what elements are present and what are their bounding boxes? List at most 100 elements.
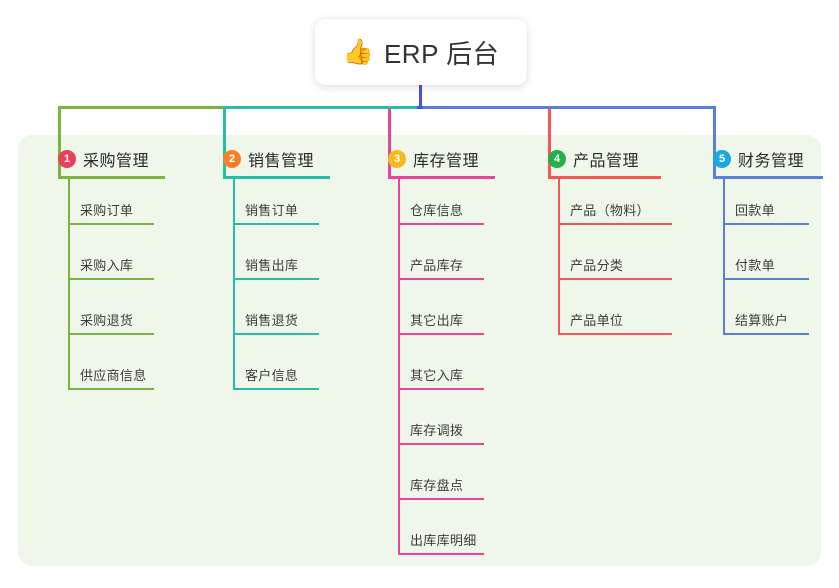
leaf-node[interactable]: 出库库明细 [398, 530, 484, 558]
leaf-node[interactable]: 采购订单 [68, 200, 154, 228]
branch-badge-3: 3 [388, 150, 406, 168]
branch-title-3: 库存管理 [413, 153, 480, 170]
leaf-underline [398, 223, 484, 225]
leaf-underline [558, 278, 672, 280]
leaf-node[interactable]: 其它入库 [398, 365, 484, 393]
leaf-label: 采购退货 [80, 313, 134, 328]
leaf-node[interactable]: 仓库信息 [398, 200, 484, 228]
leaf-node[interactable]: 产品单位 [558, 310, 672, 338]
branch-title-4: 产品管理 [573, 153, 640, 170]
leaf-node[interactable]: 产品（物料） [558, 200, 672, 228]
leaf-label: 回款单 [735, 203, 775, 218]
branch-title-2: 销售管理 [248, 153, 315, 170]
branch-riser-2 [223, 106, 226, 176]
leaf-label: 其它出库 [410, 313, 464, 328]
leaf-label: 采购入库 [80, 258, 134, 273]
leaf-label: 客户信息 [245, 368, 299, 383]
leaf-node[interactable]: 销售出库 [233, 255, 319, 283]
branch-riser-4 [548, 106, 551, 176]
leaf-underline [68, 223, 154, 225]
branch-underline-3 [388, 176, 495, 179]
leaf-node[interactable]: 结算账户 [723, 310, 809, 338]
branch-column-3: 3 库存管理仓库信息产品库存其它出库其它入库库存调拨库存盘点出库库明细 [368, 145, 495, 555]
leaf-underline [558, 223, 672, 225]
branch-spine-2 [233, 179, 235, 389]
leaf-node[interactable]: 产品分类 [558, 255, 672, 283]
leaf-node[interactable]: 产品库存 [398, 255, 484, 283]
leaf-underline [723, 278, 809, 280]
leaf-label: 结算账户 [735, 313, 789, 328]
leaf-underline [68, 388, 154, 390]
leaf-underline [398, 278, 484, 280]
mindmap-panel [18, 135, 821, 566]
leaf-node[interactable]: 库存调拨 [398, 420, 484, 448]
branch-header-3[interactable]: 3 库存管理 [368, 145, 479, 173]
bus-segment-3 [419, 106, 713, 109]
leaf-label: 供应商信息 [80, 368, 147, 383]
leaf-underline [398, 443, 484, 445]
leaf-label: 库存调拨 [410, 423, 464, 438]
leaf-underline [233, 278, 319, 280]
leaf-node[interactable]: 销售退货 [233, 310, 319, 338]
leaf-underline [233, 388, 319, 390]
root-node[interactable]: 👍 ERP 后台 [315, 19, 527, 85]
leaf-underline [68, 333, 154, 335]
leaf-label: 库存盘点 [410, 478, 464, 493]
branch-underline-4 [548, 176, 661, 179]
branch-spine-4 [558, 179, 560, 334]
branch-riser-1 [58, 106, 61, 176]
leaf-node[interactable]: 采购退货 [68, 310, 154, 338]
leaf-underline [723, 333, 809, 335]
leaf-label: 付款单 [735, 258, 775, 273]
thumbs-up-icon: 👍 [342, 37, 374, 66]
leaf-label: 销售出库 [245, 258, 299, 273]
branch-riser-5 [713, 106, 716, 176]
leaf-underline [233, 333, 319, 335]
branch-column-2: 2 销售管理销售订单销售出库销售退货客户信息 [203, 145, 330, 390]
leaf-label: 出库库明细 [410, 533, 477, 548]
branch-underline-5 [713, 176, 823, 179]
leaf-node[interactable]: 库存盘点 [398, 475, 484, 503]
branch-underline-2 [223, 176, 330, 179]
leaf-node[interactable]: 采购入库 [68, 255, 154, 283]
root-title: ERP 后台 [383, 38, 500, 69]
leaf-underline [398, 553, 484, 555]
leaf-label: 产品（物料） [570, 203, 650, 218]
branch-badge-1: 1 [58, 150, 76, 168]
leaf-label: 销售退货 [245, 313, 299, 328]
leaf-node[interactable]: 付款单 [723, 255, 809, 283]
leaf-underline [723, 223, 809, 225]
branch-header-1[interactable]: 1 采购管理 [38, 145, 149, 173]
leaf-node[interactable]: 供应商信息 [68, 365, 154, 393]
branch-badge-5: 5 [713, 150, 731, 168]
branch-badge-2: 2 [223, 150, 241, 168]
leaf-label: 产品单位 [570, 313, 624, 328]
bus-segment-1 [58, 106, 223, 109]
leaf-node[interactable]: 其它出库 [398, 310, 484, 338]
branch-spine-1 [68, 179, 70, 389]
leaf-label: 仓库信息 [410, 203, 464, 218]
branch-spine-5 [723, 179, 725, 334]
leaf-underline [558, 333, 672, 335]
leaf-label: 采购订单 [80, 203, 134, 218]
branch-spine-3 [398, 179, 400, 554]
leaf-underline [398, 498, 484, 500]
leaf-node[interactable]: 客户信息 [233, 365, 319, 393]
branch-header-2[interactable]: 2 销售管理 [203, 145, 314, 173]
branch-riser-3 [388, 106, 391, 176]
leaf-label: 产品分类 [570, 258, 624, 273]
leaf-underline [398, 388, 484, 390]
root-bus-junction [417, 106, 423, 109]
leaf-label: 销售订单 [245, 203, 299, 218]
leaf-underline [233, 223, 319, 225]
leaf-node[interactable]: 销售订单 [233, 200, 319, 228]
branch-underline-1 [58, 176, 165, 179]
branch-title-1: 采购管理 [83, 153, 150, 170]
leaf-node[interactable]: 回款单 [723, 200, 809, 228]
leaf-label: 其它入库 [410, 368, 464, 383]
leaf-underline [398, 333, 484, 335]
